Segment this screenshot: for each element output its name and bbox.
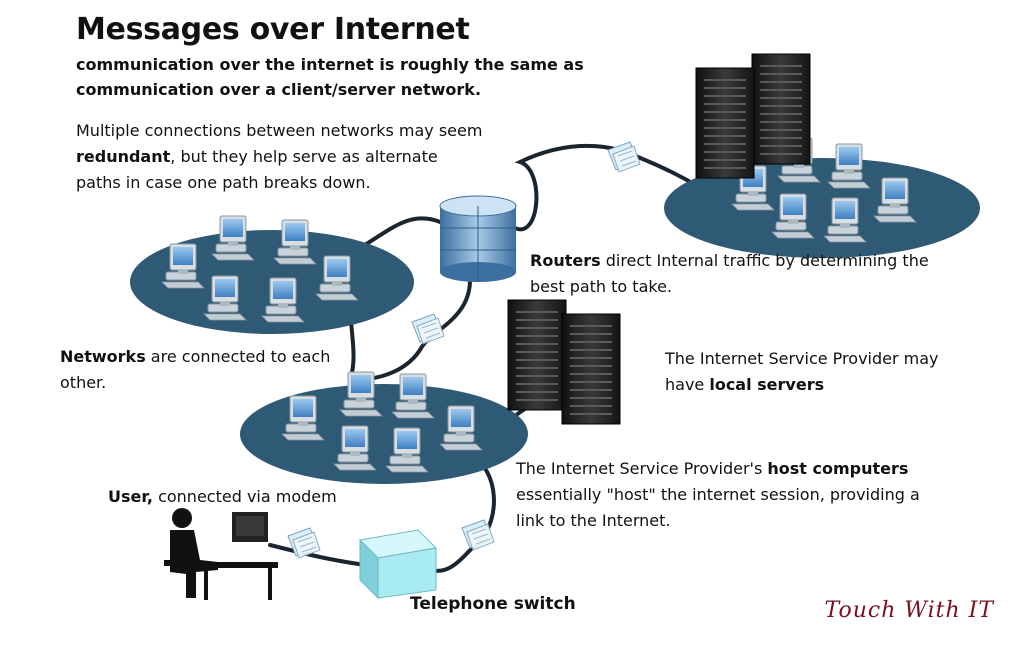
routers-note: Routers direct Internal traffic by deter…	[530, 248, 962, 300]
server-rack-icon	[695, 53, 811, 179]
host-note-suffix: essentially "host" the internet session,…	[516, 485, 920, 530]
networks-note: Networks are connected to each other.	[60, 344, 350, 396]
user-note-bold: User,	[108, 487, 153, 506]
brand-watermark: Touch With IT	[824, 598, 994, 623]
page-title: Messages over Internet	[76, 12, 470, 47]
user-note-text: connected via modem	[152, 487, 337, 506]
redundant-note-bold: redundant	[76, 147, 171, 166]
local-servers-note-bold: local servers	[709, 375, 825, 394]
server-rack-icon	[507, 299, 621, 425]
local-servers-note-text: The Internet Service Provider may have	[665, 349, 939, 394]
routers-note-text: direct Internal traffic by determining t…	[530, 251, 929, 296]
routers-note-bold: Routers	[530, 251, 601, 270]
host-note-text: The Internet Service Provider's	[516, 459, 768, 478]
router-icon	[439, 195, 517, 282]
networks-note-bold: Networks	[60, 347, 146, 366]
host-note-bold: host computers	[767, 459, 909, 478]
host-note: The Internet Service Provider's host com…	[516, 456, 946, 534]
user-silhouette-icon	[164, 508, 278, 600]
local-servers-note: The Internet Service Provider may have l…	[665, 346, 975, 398]
telephone-switch-icon	[358, 529, 438, 600]
page-subtitle: communication over the internet is rough…	[76, 55, 584, 99]
user-note: User, connected via modem	[108, 484, 408, 510]
redundant-note-suffix: , but they help serve as alternate paths…	[76, 147, 438, 192]
telephone-switch-label: Telephone switch	[410, 594, 576, 614]
redundant-note-text: Multiple connections between networks ma…	[76, 121, 483, 140]
redundant-note: Multiple connections between networks ma…	[76, 118, 486, 196]
networks-note-text: are connected to each other.	[60, 347, 331, 392]
